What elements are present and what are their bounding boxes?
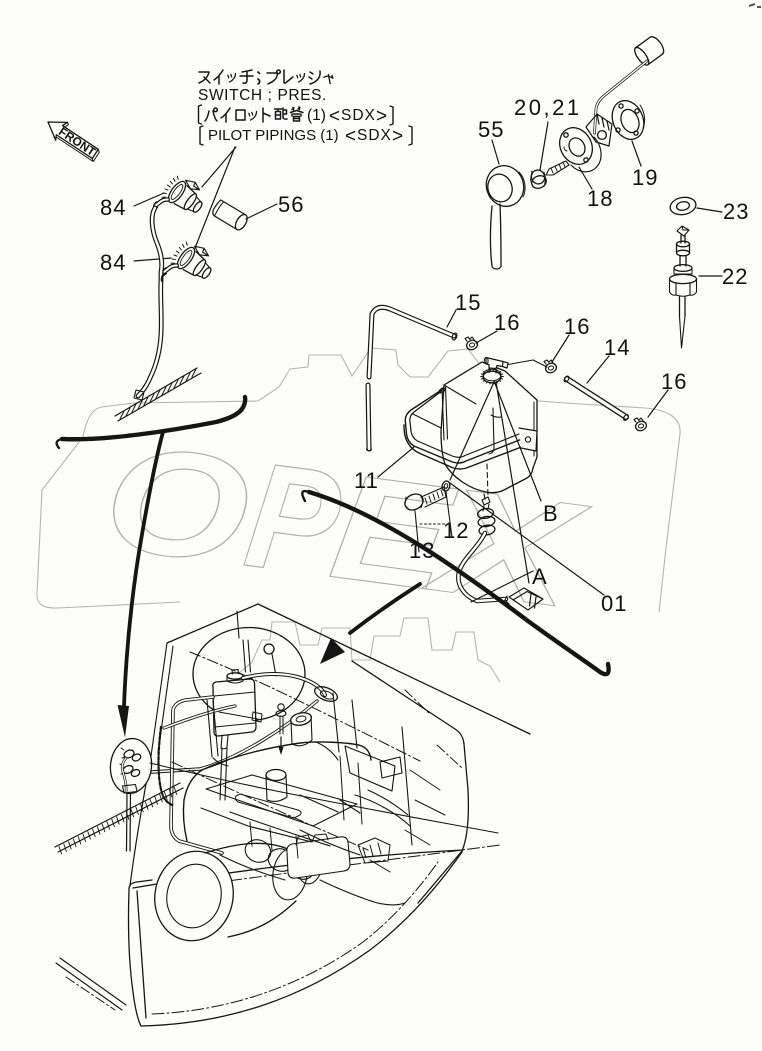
svg-text:15: 15 xyxy=(455,290,481,315)
svg-text:>: > xyxy=(392,126,403,147)
svg-text:11: 11 xyxy=(354,468,379,493)
svg-text:13: 13 xyxy=(409,538,435,563)
svg-text:E: E xyxy=(323,442,463,623)
svg-text:12: 12 xyxy=(443,518,469,543)
svg-text:55: 55 xyxy=(478,117,504,142)
svg-text:<: < xyxy=(329,106,340,127)
svg-text:56: 56 xyxy=(278,192,304,217)
svg-text:<: < xyxy=(345,126,356,147)
svg-text:14: 14 xyxy=(604,335,630,360)
svg-text:19: 19 xyxy=(632,165,658,190)
svg-text:01: 01 xyxy=(601,591,627,616)
svg-text:A: A xyxy=(532,564,548,589)
svg-text:(1): (1) xyxy=(307,107,326,124)
svg-text:O: O xyxy=(96,413,259,597)
svg-text:PILOT PIPINGS (1): PILOT PIPINGS (1) xyxy=(208,127,339,144)
svg-text:>: > xyxy=(376,106,387,127)
svg-text:18: 18 xyxy=(587,186,613,211)
svg-text:22: 22 xyxy=(722,264,748,289)
svg-text:16: 16 xyxy=(661,369,687,394)
svg-text:84: 84 xyxy=(100,250,126,275)
svg-text:16: 16 xyxy=(564,314,590,339)
svg-text:84: 84 xyxy=(100,195,126,220)
svg-text:16: 16 xyxy=(494,310,520,335)
svg-text:SDX: SDX xyxy=(357,127,392,144)
svg-text:23: 23 xyxy=(723,199,749,224)
svg-text:SDX: SDX xyxy=(341,107,376,124)
svg-text:B: B xyxy=(543,501,559,526)
svg-text:20,21: 20,21 xyxy=(514,95,582,120)
svg-text:SWITCH ; PRES.: SWITCH ; PRES. xyxy=(198,87,327,104)
